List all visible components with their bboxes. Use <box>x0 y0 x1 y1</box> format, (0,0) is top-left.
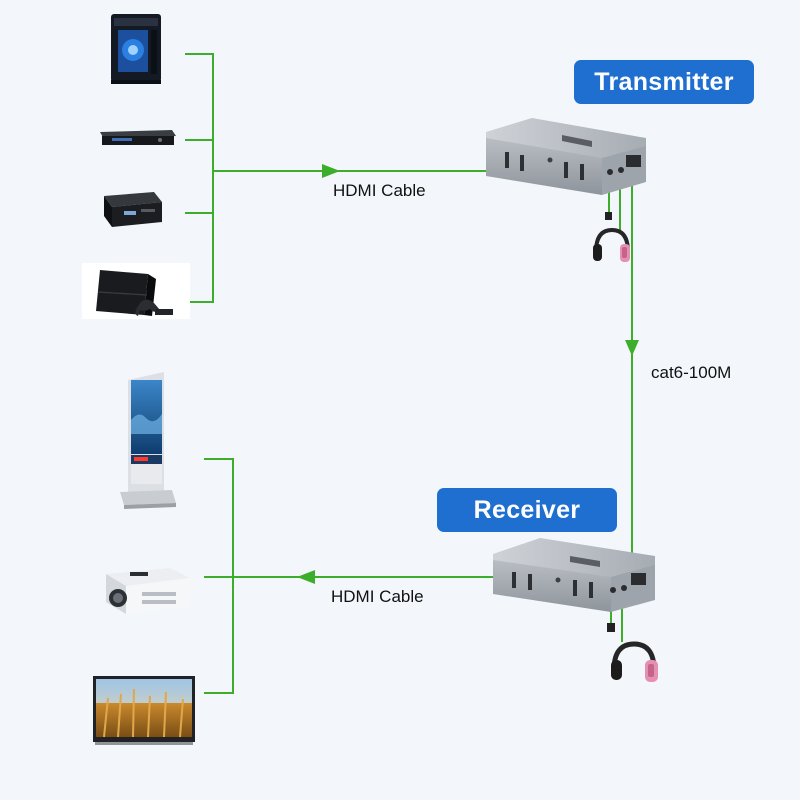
set-top-box-icon <box>104 192 162 227</box>
cat6-arrow <box>625 340 639 356</box>
hdmi-cable-in-label: HDMI Cable <box>333 181 426 200</box>
cat6-label: cat6-100M <box>651 363 732 382</box>
projector-icon <box>106 568 190 614</box>
hdmi-cable-out-label: HDMI Cable <box>331 587 424 606</box>
receiver-unit-icon <box>493 538 655 612</box>
headphones-icon <box>593 212 630 262</box>
hdmi-in-arrow <box>322 164 340 178</box>
transmitter-unit-icon <box>486 118 646 195</box>
kiosk-display-icon <box>120 372 176 509</box>
dvd-player-icon <box>100 130 176 145</box>
source-bracket-line <box>185 53 214 303</box>
game-console-icon <box>82 263 190 319</box>
tv-icon <box>93 676 195 745</box>
pc-tower-icon <box>111 14 161 84</box>
transmitter-badge: Transmitter <box>574 60 754 104</box>
headphones-icon <box>607 623 658 682</box>
receiver-badge: Receiver <box>437 488 617 532</box>
arrow-heads <box>297 164 639 584</box>
hdmi-out-arrow <box>297 570 315 584</box>
